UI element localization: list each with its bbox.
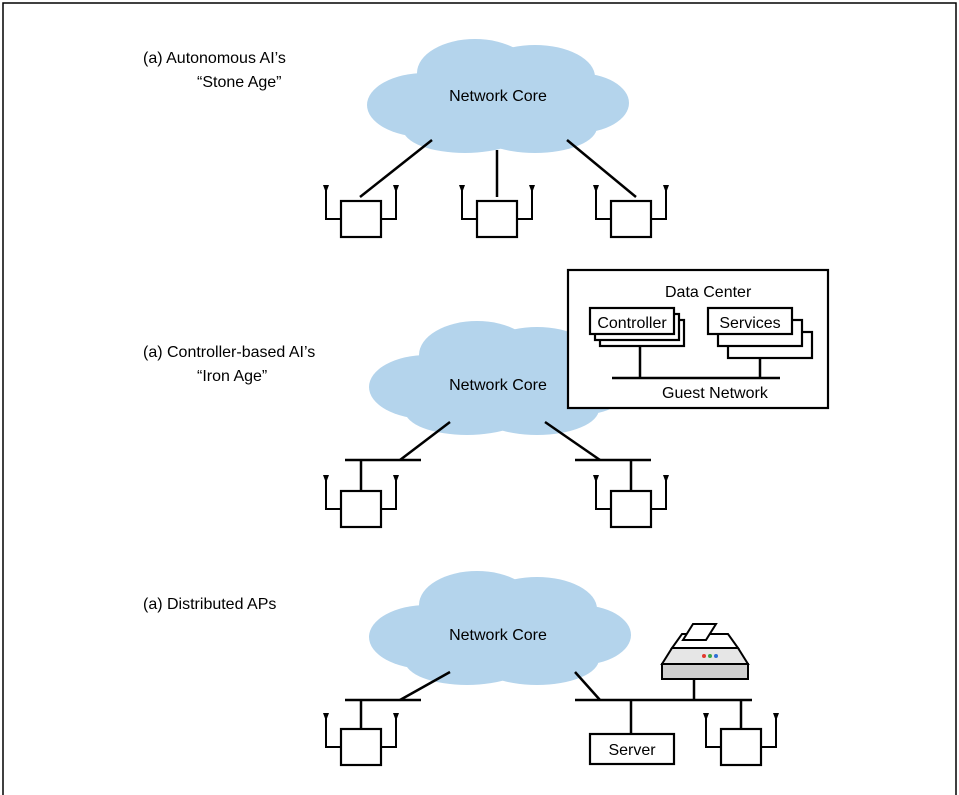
- server-label: Server: [608, 742, 656, 759]
- controller-stack-icon: [588, 306, 686, 348]
- data-center-box: Data Center Controller Services Guest Ne…: [566, 268, 830, 410]
- network-appliance-icon: [660, 623, 750, 680]
- stone-age-caption-line2: “Stone Age”: [197, 74, 282, 91]
- access-point-icon: [321, 183, 401, 239]
- services-stack-icon: [706, 306, 814, 360]
- network-core-label-2: Network Core: [449, 377, 547, 394]
- distributed-caption: (a) Distributed APs: [143, 596, 276, 613]
- guest-network-label: Guest Network: [662, 385, 769, 402]
- services-label: Services: [719, 315, 780, 332]
- section-iron-age: (a) Controller-based AI’s “Iron Age” Net…: [143, 268, 830, 529]
- network-core-label-1: Network Core: [449, 88, 547, 105]
- data-center-title: Data Center: [665, 284, 752, 301]
- iron-age-caption-line1: (a) Controller-based AI’s: [143, 344, 315, 361]
- link-1a: [359, 139, 433, 198]
- server-box: [588, 732, 676, 766]
- stone-age-caption-line1: (a) Autonomous AI’s: [143, 50, 286, 67]
- iron-age-caption-line2: “Iron Age”: [197, 368, 267, 385]
- controller-label: Controller: [597, 315, 667, 332]
- link-1c: [566, 139, 637, 198]
- section-stone-age: (a) Autonomous AI’s “Stone Age” Network …: [143, 39, 671, 239]
- network-core-label-3: Network Core: [449, 627, 547, 644]
- section-distributed: (a) Distributed APs Network Core Server: [143, 571, 781, 767]
